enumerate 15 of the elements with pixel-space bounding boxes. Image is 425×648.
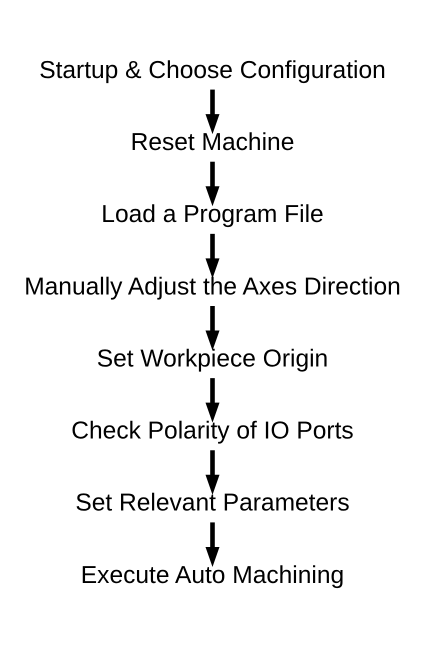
arrow	[206, 450, 220, 494]
arrow	[206, 233, 220, 278]
node-text: Manually Adjust the Axes Direction	[24, 272, 401, 300]
node-text: Set Relevant Parameters	[75, 489, 350, 516]
arrow	[206, 378, 220, 422]
node-text: Reset Machine	[130, 128, 294, 156]
node-text: Load a Program File	[101, 200, 324, 228]
node-text: Startup & Choose Configuration	[39, 56, 386, 84]
arrow	[206, 161, 220, 206]
arrow	[206, 89, 220, 134]
node-text: Execute Auto Machining	[80, 561, 344, 588]
node-text: Set Workpiece Origin	[96, 344, 328, 372]
arrow	[206, 306, 220, 350]
node-text: Check Polarity of IO Ports	[71, 417, 354, 444]
arrow	[206, 522, 220, 566]
